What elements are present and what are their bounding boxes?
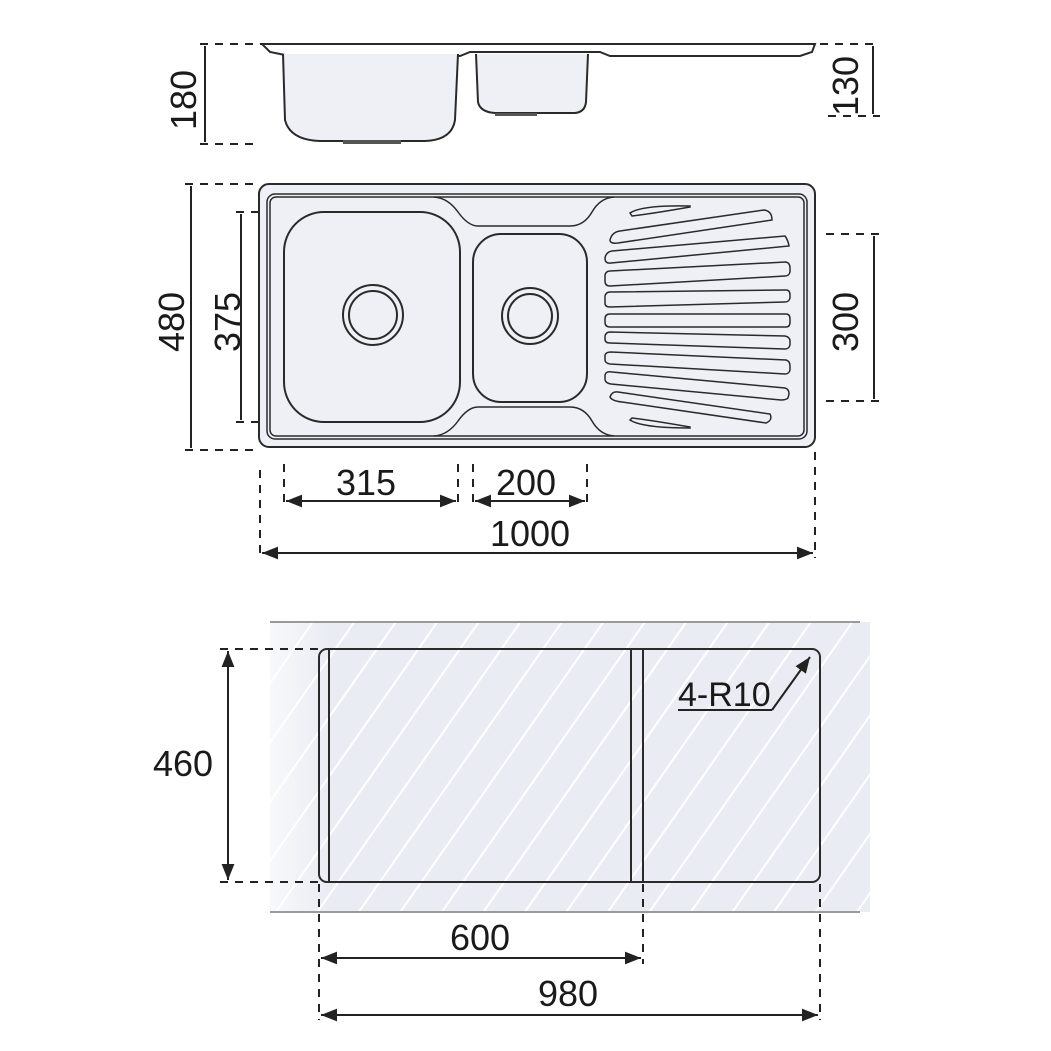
- top-inner-rim: [266, 193, 808, 440]
- top-bowl-depth-label: 375: [207, 292, 248, 352]
- top-deck-contour: [433, 196, 615, 227]
- top-view: 480 375 300 315 200 1000: [151, 183, 880, 560]
- large-bowl-drain-inner: [348, 290, 398, 340]
- corner-radius-label: 4-R10: [678, 676, 771, 714]
- top-large-bowl: [283, 211, 461, 423]
- side-small-bowl: [475, 53, 589, 114]
- side-view: 180 130: [163, 43, 880, 145]
- side-large-bowl: [282, 53, 459, 142]
- top-overall-depth-label: 480: [151, 292, 192, 352]
- cutout-depth-label: 460: [153, 743, 213, 784]
- large-bowl-width-label: 315: [336, 462, 396, 503]
- cutout-view: 4-R10 460 600 980: [153, 621, 870, 1022]
- top-outer-rim: [258, 183, 816, 448]
- large-bowl-drain-outer: [342, 284, 404, 346]
- countertop-hatch: [270, 622, 870, 912]
- side-total-depth-label: 180: [163, 70, 204, 130]
- small-bowl-width-label: 200: [496, 462, 556, 503]
- bowl-section-width-label: 600: [450, 917, 510, 958]
- overall-width-label: 1000: [490, 513, 570, 554]
- side-small-drain: [495, 113, 537, 116]
- drainer-grooves: [604, 205, 791, 429]
- small-bowl-drain-outer: [501, 287, 559, 345]
- small-bowl-drain-inner: [507, 293, 553, 339]
- side-small-bowl-depth-label: 130: [825, 56, 866, 116]
- side-large-drain: [343, 140, 401, 144]
- cutout-width-label: 980: [538, 973, 598, 1014]
- top-drainer-depth-label: 300: [825, 292, 866, 352]
- cutout-opening: [318, 648, 821, 883]
- top-small-bowl: [472, 233, 588, 403]
